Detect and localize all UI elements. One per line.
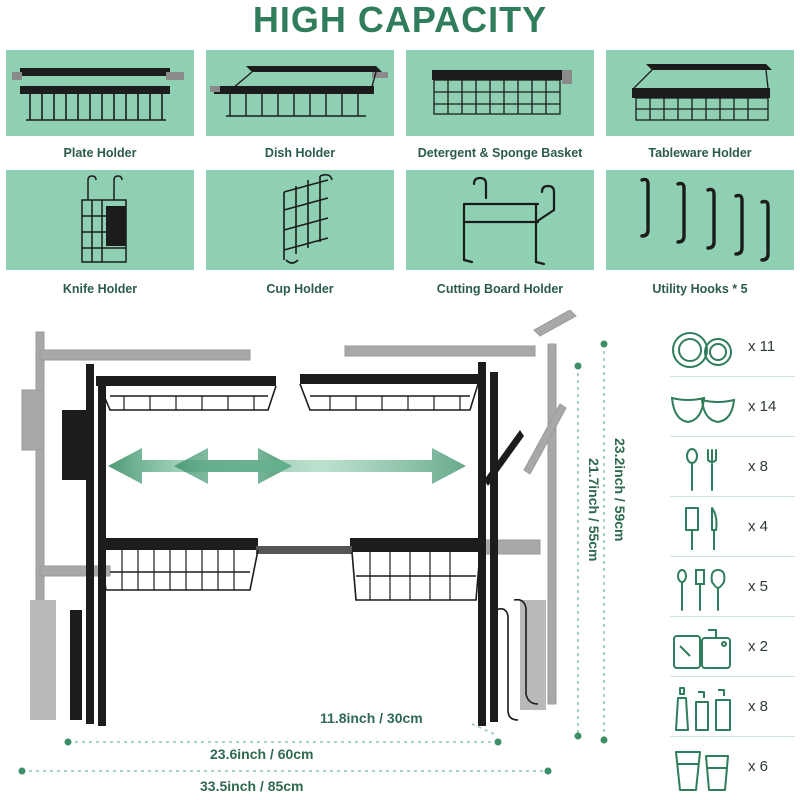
accessory-sponge-basket: Detergent & Sponge Basket [406,50,594,160]
capacity-count: x 5 [748,578,769,595]
inner-width-dimension-label: 23.6inch / 60cm [210,746,314,762]
spoon-fork-icon [686,448,717,491]
dish-holder-icon [210,66,388,117]
cups-icon [675,751,729,791]
outer-width-dimension-label: 33.5inch / 85cm [200,778,304,794]
accessory-card [206,50,394,136]
sponge-basket-icon [432,70,572,115]
capacity-divider [670,676,795,677]
capacity-divider [670,616,795,617]
cutting-board-holder-icon [462,176,556,266]
bowls-icon [670,396,736,424]
capacity-count: x 8 [748,698,769,715]
outer-height-dimension-label: 23.2inch / 59cm [612,438,628,542]
capacity-divider [670,556,795,557]
accessory-label: Plate Holder [63,146,137,160]
capacity-row: x 5 [660,560,800,620]
capacity-row: x 14 [660,380,800,440]
accessory-label: Cup Holder [266,282,334,296]
capacity-row: x 4 [660,500,800,560]
accessory-cutting-board-holder: Cutting Board Holder [406,170,594,296]
capacity-count: x 4 [748,518,769,535]
capacity-row: x 6 [660,740,800,800]
capacity-divider [670,736,795,737]
accessory-card [406,50,594,136]
inner-height-dimension-label: 21.7inch / 55cm [586,458,602,562]
rack-dimension-diagram: 11.8inch / 30cm 23.6inch / 60cm 33.5inch… [0,309,640,800]
knife-holder-icon [81,175,127,263]
capacity-count: x 2 [748,638,769,655]
plates-icon [672,332,732,368]
accessory-plate-holder: Plate Holder [6,50,194,160]
utility-hooks-icon [640,177,770,262]
accessory-dish-holder: Dish Holder [206,50,394,160]
accessory-tableware-holder: Tableware Holder [606,50,794,160]
tableware-holder-icon [632,64,772,121]
capacity-count: x 11 [748,338,776,355]
cutting-boards-icon [673,629,731,669]
accessory-label: Utility Hooks * 5 [652,282,748,296]
expand-arrow-icon [174,448,466,484]
capacity-count: x 6 [748,758,769,775]
accessory-label: Knife Holder [62,282,138,296]
accessory-label: Detergent & Sponge Basket [417,146,583,160]
detergent-bottles-icon [675,687,731,731]
cup-holder-icon [283,173,333,264]
capacity-count: x 8 [748,458,769,475]
accessory-knife-holder: Knife Holder [6,170,194,296]
accessory-label: Tableware Holder [648,146,752,160]
rack-illustration [18,309,608,775]
capacity-row: x 11 [660,320,800,380]
depth-dimension-label: 11.8inch / 30cm [320,710,423,726]
accessory-utility-hooks: Utility Hooks * 5 [606,170,794,296]
capacity-divider [670,436,795,437]
capacity-divider [670,376,795,377]
capacity-divider [670,496,795,497]
knives-icon [685,507,718,550]
accessory-card [206,170,394,270]
capacity-row: x 8 [660,680,800,740]
capacity-count: x 14 [748,398,777,415]
kitchen-utensils-icon [677,568,726,611]
plate-holder-icon [12,68,184,121]
capacity-row: x 2 [660,620,800,680]
accessory-label: Cutting Board Holder [436,282,564,296]
page-title: HIGH CAPACITY [252,0,548,40]
accessory-card [6,50,194,136]
accessory-card [6,170,194,270]
accessory-cup-holder: Cup Holder [206,170,394,296]
accessory-card [606,170,794,270]
accessory-label: Dish Holder [264,146,336,160]
accessory-card [606,50,794,136]
accessory-card [406,170,594,270]
capacity-row: x 8 [660,440,800,500]
